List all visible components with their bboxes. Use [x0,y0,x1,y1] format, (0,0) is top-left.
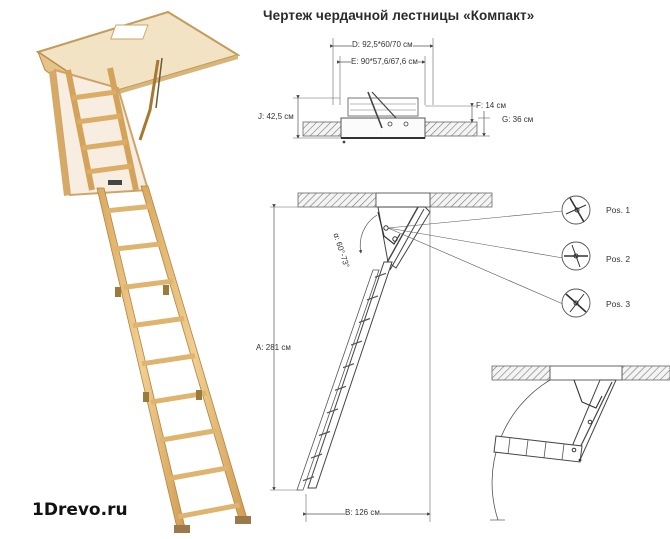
dim-g-label: G: 36 см [502,115,534,125]
pos-3-detail [561,288,591,318]
page-title: Чертеж чердачной лестницы «Компакт» [263,8,535,23]
ladder-rung [141,353,196,367]
side-rung [302,476,315,482]
side-rung [310,453,323,459]
side-ladder-rungs [302,272,387,482]
pos-1-label: Pos. 1 [606,205,631,215]
ladder-rung [177,502,241,520]
ladder-illustration [35,10,251,533]
side-rung [366,295,379,301]
side-rung [350,340,363,346]
dim-e-label: E: 90*57,6/67,6 см [351,57,418,67]
side-view [270,192,564,522]
dim-f-label: F: 14 см [476,101,506,111]
opening-arc-view [490,365,670,521]
ladder-rung [114,241,163,252]
ladder-rung [132,315,185,329]
top-section-view [293,38,490,144]
dim-j-label: J: 42,5 см [258,112,294,122]
position-details [561,195,591,318]
side-rung [358,317,371,324]
side-rung [318,430,331,437]
pos-1-detail [561,195,591,225]
site-watermark: 1Drevo.ru [32,500,128,520]
dim-d-label: D: 92,5*60/70 см [352,40,413,50]
pos-2-label: Pos. 2 [606,254,631,264]
ladder-rung [123,278,174,290]
dim-a-label: A: 281 см [256,343,291,352]
side-rung [374,272,387,278]
side-rung [326,408,339,414]
ladder-rung [159,427,218,443]
dim-b-label: B: 126 см [345,508,380,518]
ladder-rung [105,203,151,214]
side-rung [334,385,347,391]
side-rung [342,363,355,369]
ladder-rung [168,465,229,481]
pos-2-detail [561,241,591,271]
pos-3-label: Pos. 3 [606,299,631,309]
ladder-rungs [105,203,241,520]
